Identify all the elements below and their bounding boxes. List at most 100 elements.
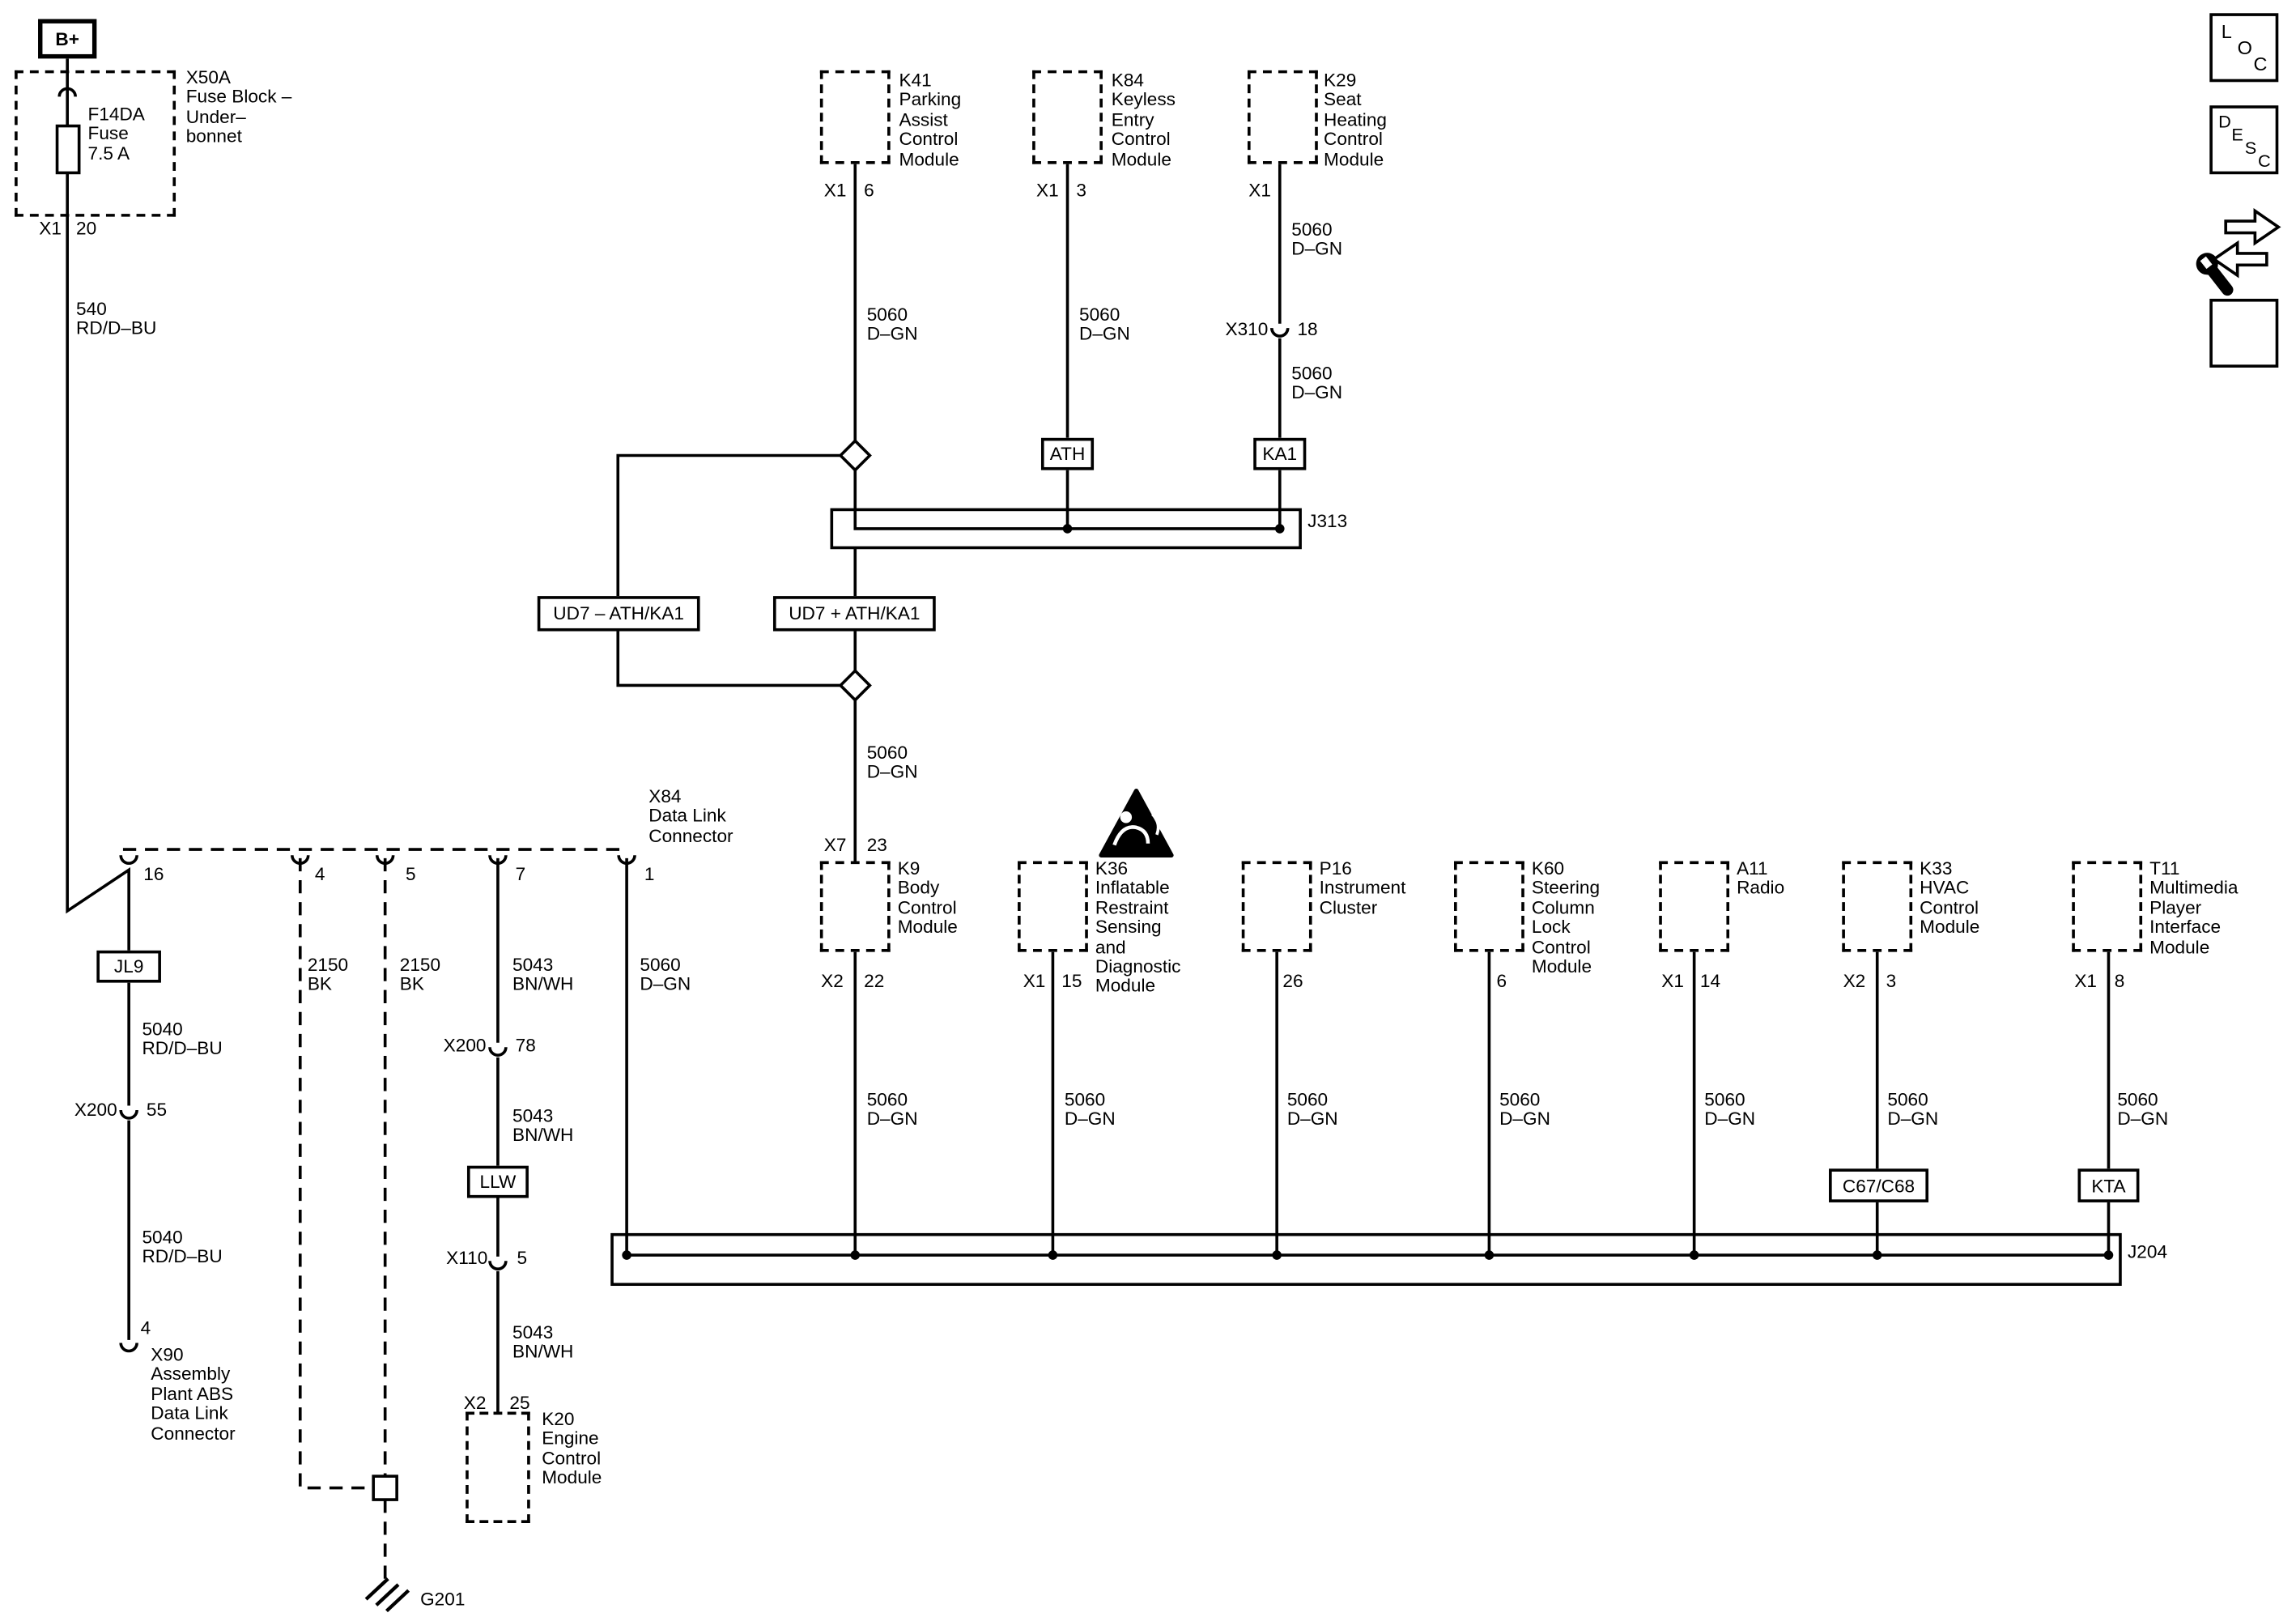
data-link-connector-label: X84 Data Link Connector xyxy=(648,786,733,846)
t11-pin-label: 8 xyxy=(2114,971,2125,992)
module-k33-box xyxy=(1842,861,1913,952)
k9-wire-label: 5060 D–GN xyxy=(866,1089,918,1130)
bplus-label: B+ xyxy=(55,28,79,49)
module-k20-box xyxy=(466,1411,530,1524)
module-k9-box xyxy=(819,861,891,952)
k60-wire-label: 5060 D–GN xyxy=(1499,1089,1550,1130)
fuse-label: F14DA Fuse 7.5 A xyxy=(87,104,145,164)
bplus-terminal-box: B+ xyxy=(38,19,97,59)
kta-label: KTA xyxy=(2091,1175,2126,1196)
module-k84-box xyxy=(1032,70,1103,164)
module-t11-box xyxy=(2072,861,2143,952)
next-arrow-button[interactable] xyxy=(2209,298,2279,368)
module-a11-label: A11 Radio xyxy=(1737,857,1785,899)
module-k41-box xyxy=(819,70,891,164)
module-k36-label: K36 Inflatable Restraint Sensing and Dia… xyxy=(1095,857,1181,997)
module-k60-label: K60 Steering Column Lock Control Module xyxy=(1531,857,1601,977)
option-box-ud7-with: UD7 + ATH/KA1 xyxy=(772,596,936,632)
option-diamond-top-icon xyxy=(838,438,872,473)
splice-j204-label: J204 xyxy=(2127,1241,2168,1263)
data-link-pin-5-label: 5 xyxy=(406,864,416,885)
data-link-pin-4-label: 4 xyxy=(314,864,325,885)
k41-connector-label: X1 xyxy=(823,180,847,201)
loc-letter-o: O xyxy=(2237,36,2252,59)
abs-end-pin-label: 4 xyxy=(140,1317,151,1339)
fuse-icon xyxy=(55,124,81,175)
k84-connector-label: X1 xyxy=(1036,180,1059,201)
option-tag-c67c68: C67/C68 xyxy=(1829,1168,1929,1202)
desc-letter-d: D xyxy=(2218,111,2231,132)
a11-connector-label: X1 xyxy=(1661,971,1684,992)
desc-button[interactable]: D E S C xyxy=(2209,105,2279,175)
c67c68-label: C67/C68 xyxy=(1842,1175,1915,1196)
fuse-block-box xyxy=(15,70,176,217)
module-k20-label: K20 Engine Control Module xyxy=(542,1408,602,1488)
module-k60-box xyxy=(1454,861,1524,952)
llw-label: LLW xyxy=(479,1171,517,1193)
a11-wire-label: 5060 D–GN xyxy=(1704,1089,1756,1130)
t11-wire-label: 5060 D–GN xyxy=(2117,1089,2169,1130)
k36-wire-label: 5060 D–GN xyxy=(1064,1089,1116,1130)
ecm-x110-connector-label: X110 xyxy=(446,1247,488,1269)
k41-pin-label: 6 xyxy=(864,180,874,201)
k60-pin-label: 6 xyxy=(1496,971,1507,992)
module-k29-box xyxy=(1247,70,1318,164)
module-k29-label: K29 Seat Heating Control Module xyxy=(1324,70,1387,169)
k36-connector-label: X1 xyxy=(1023,971,1046,992)
data-link-pin-7-label: 7 xyxy=(515,864,526,885)
k33-pin-label: 3 xyxy=(1886,971,1897,992)
wire-540-label: 540 RD/D–BU xyxy=(76,298,157,339)
abs-connector-name-label: X90 Assembly Plant ABS Data Link Connect… xyxy=(151,1344,236,1444)
k9-top-connector-label: X7 xyxy=(823,834,847,856)
ecm-wire-upper-label: 5043 BN/WH xyxy=(512,955,574,995)
loc-letter-c: C xyxy=(2253,53,2268,75)
option-tag-kta: KTA xyxy=(2077,1168,2140,1202)
ground-wire-pin5-label: 2150 BK xyxy=(399,955,441,995)
desc-letter-e: E xyxy=(2231,124,2243,146)
ground-g201-label: G201 xyxy=(420,1589,466,1610)
connector-hook-icons xyxy=(57,87,1290,1353)
option-tag-jl9: JL9 xyxy=(96,950,161,983)
module-p16-label: P16 Instrument Cluster xyxy=(1319,857,1406,918)
power-pin-label: 20 xyxy=(76,218,97,239)
ecm-wire-mid-label: 5043 BN/WH xyxy=(512,1105,574,1147)
option-tag-llw: LLW xyxy=(466,1165,529,1198)
module-k41-label: K41 Parking Assist Control Module xyxy=(899,70,962,169)
module-k36-box xyxy=(1018,861,1088,952)
connector-view-icon[interactable] xyxy=(2192,208,2281,301)
k9-bottom-pin-label: 22 xyxy=(864,971,885,992)
jl9-label: JL9 xyxy=(113,956,144,977)
x310-pin-label: 18 xyxy=(1297,319,1318,340)
dashed-wires xyxy=(122,848,627,1585)
module-p16-box xyxy=(1241,861,1312,952)
ath-label: ATH xyxy=(1049,444,1086,465)
wrench-icon xyxy=(2196,253,2234,296)
k9-bottom-connector-label: X2 xyxy=(821,971,844,992)
loc-letter-l: L xyxy=(2221,20,2232,43)
data-link-pin-16-label: 16 xyxy=(143,864,164,885)
x310-connector-label: X310 xyxy=(1225,319,1269,340)
abs-x200-connector-label: X200 xyxy=(74,1100,117,1121)
k84-pin-label: 3 xyxy=(1076,180,1086,201)
warning-triangle-icon xyxy=(1099,788,1174,857)
center-wire-label: 5060 D–GN xyxy=(866,742,918,783)
k20-pin-label: 25 xyxy=(509,1393,530,1414)
k41-wire-label: 5060 D–GN xyxy=(866,304,918,345)
ecm-x200-pin-label: 78 xyxy=(515,1035,536,1057)
ecm-x110-pin-label: 5 xyxy=(517,1247,528,1269)
data-link-wire-label: 5060 D–GN xyxy=(640,955,691,995)
module-k9-label: K9 Body Control Module xyxy=(897,857,958,938)
option-diamond-bottom-icon xyxy=(838,668,872,703)
option-tag-ath: ATH xyxy=(1040,437,1095,470)
ud7-with-label: UD7 + ATH/KA1 xyxy=(789,603,921,624)
ud7-without-label: UD7 – ATH/KA1 xyxy=(553,603,684,624)
module-t11-label: T11 Multimedia Player Interface Module xyxy=(2149,857,2239,957)
desc-letter-s: S xyxy=(2244,138,2257,159)
module-k84-label: K84 Keyless Entry Control Module xyxy=(1111,70,1176,169)
loc-button[interactable]: L O C xyxy=(2209,13,2279,83)
j313-splice-pack xyxy=(830,508,1302,550)
solid-wires xyxy=(66,58,2111,1412)
k29-connector-label: X1 xyxy=(1248,180,1271,201)
